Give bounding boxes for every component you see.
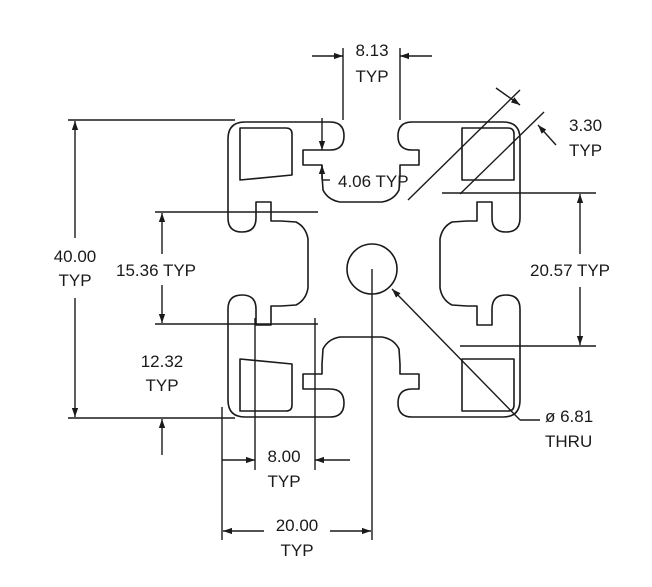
corner-cavity-br <box>461 358 515 412</box>
dim-height-value: 40.00 <box>54 247 97 266</box>
dim-wall-note: TYP <box>569 141 602 160</box>
dim-hole-value: ø 6.81 <box>545 407 593 426</box>
dim-half-width-value: 20.00 <box>276 516 319 535</box>
dimension-labels: 8.13 TYP 4.06 TYP 3.30 TYP 40.00 TYP 15.… <box>54 41 610 560</box>
dim-lip-value: 4.06 TYP <box>338 172 409 191</box>
dim-inner-right-value: 20.57 TYP <box>530 261 610 280</box>
dim-half-width-note: TYP <box>280 541 313 560</box>
corner-cavity-bl <box>239 358 293 412</box>
dim-bottom-slot-note: TYP <box>267 472 300 491</box>
dim-top-slot-value: 8.13 <box>355 41 388 60</box>
dim-bottom-slot-value: 8.00 <box>267 447 300 466</box>
outer-contour <box>227 121 521 418</box>
dim-inner-left-value: 15.36 TYP <box>116 261 196 280</box>
dim-height-note: TYP <box>58 271 91 290</box>
profile-outline <box>227 121 521 418</box>
dimension-lines <box>68 48 596 540</box>
corner-cavity-tr <box>461 127 515 181</box>
corner-cavity-tl <box>239 127 293 181</box>
dim-wall-value: 3.30 <box>569 116 602 135</box>
dim-top-slot-note: TYP <box>355 67 388 86</box>
dim-corner-value: 12.32 <box>141 352 184 371</box>
dim-corner-note: TYP <box>145 376 178 395</box>
dim-hole-note: THRU <box>545 432 592 451</box>
